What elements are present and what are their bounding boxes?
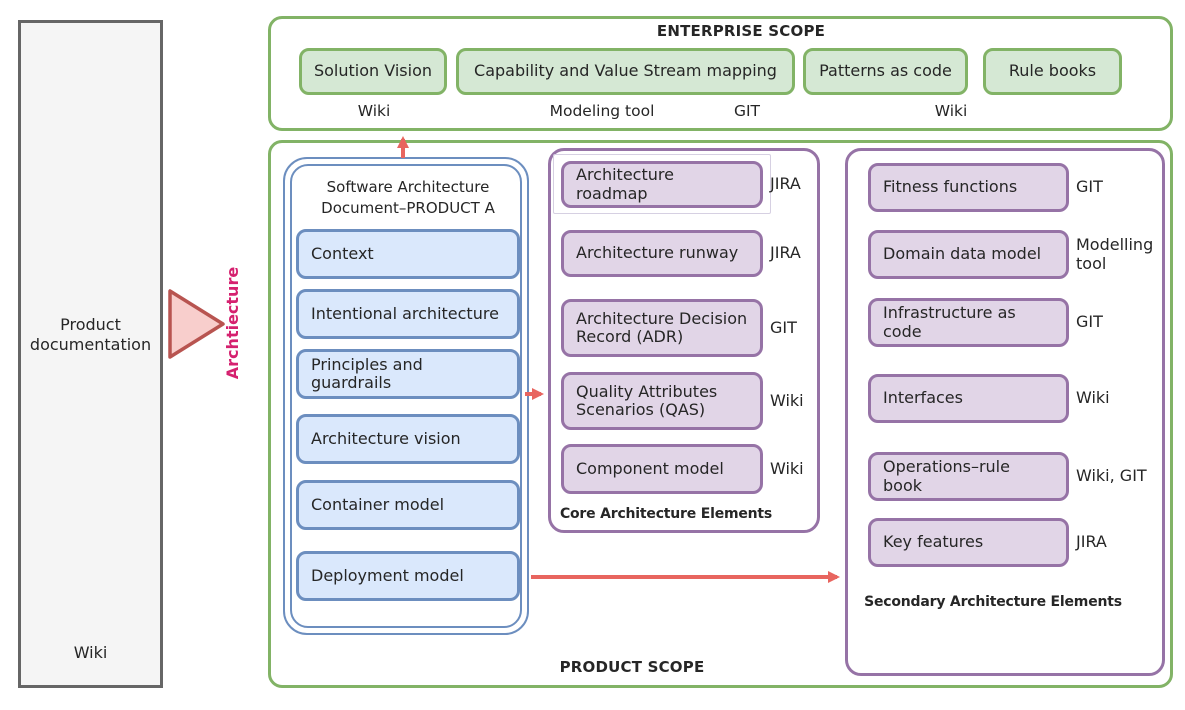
secondary-elements-caption: Secondary Architecture Elements	[864, 594, 1122, 610]
tool-key-features: JIRA	[1076, 532, 1107, 552]
node-patterns-as-code: Patterns as code	[803, 48, 968, 95]
enterprise-tool-git: GIT	[733, 102, 761, 120]
tool-architecture-roadmap: JIRA	[770, 174, 801, 194]
tool-domain-data-model: Modelling tool	[1076, 235, 1154, 273]
node-solution-vision: Solution Vision	[299, 48, 447, 95]
enterprise-tool-wiki-1: Wiki	[357, 102, 391, 120]
node-principles-and-guardrails: Principles and guardrails	[296, 349, 520, 399]
product-documentation-panel: Product documentation Wiki	[18, 20, 163, 688]
node-capability-value-stream-mapping: Capability and Value Stream mapping	[456, 48, 795, 95]
tool-operations-rule-book: Wiki, GIT	[1076, 466, 1147, 486]
node-architecture-decision-record: Architecture Decision Record (ADR)	[561, 299, 763, 357]
node-rule-books: Rule books	[983, 48, 1122, 95]
product-documentation-label: Product documentation	[29, 315, 152, 354]
sad-title-line1: Software Architecture	[326, 178, 490, 196]
node-infrastructure-as-code: Infrastructure as code	[868, 298, 1069, 347]
node-quality-attributes-scenarios: Quality Attributes Scenarios (QAS)	[561, 372, 763, 430]
node-architecture-runway: Architecture runway	[561, 230, 763, 277]
node-domain-data-model: Domain data model	[868, 230, 1069, 279]
core-elements-caption: Core Architecture Elements	[559, 506, 773, 522]
node-component-model: Component model	[561, 444, 763, 494]
node-interfaces: Interfaces	[868, 374, 1069, 423]
architecture-triangle-icon	[168, 289, 225, 359]
tool-fitness-functions: GIT	[1076, 177, 1103, 197]
node-container-model: Container model	[296, 480, 520, 530]
node-deployment-model: Deployment model	[296, 551, 520, 601]
enterprise-tool-wiki-2: Wiki	[934, 102, 968, 120]
tool-architecture-runway: JIRA	[770, 243, 801, 263]
node-key-features: Key features	[868, 518, 1069, 567]
product-documentation-tool-label: Wiki	[73, 643, 108, 662]
architecture-vertical-label: Archtiecture	[223, 266, 242, 380]
selection-outline	[553, 154, 771, 214]
enterprise-tool-modeling-tool: Modeling tool	[549, 102, 655, 120]
tool-interfaces: Wiki	[1076, 388, 1110, 408]
tool-component-model: Wiki	[770, 458, 804, 478]
node-architecture-vision: Architecture vision	[296, 414, 520, 464]
tool-quality-attributes-scenarios: Wiki	[770, 390, 804, 410]
tool-architecture-decision-record: GIT	[770, 317, 797, 337]
enterprise-scope-title: ENTERPRISE SCOPE	[656, 22, 826, 40]
product-scope-title: PRODUCT SCOPE	[559, 658, 705, 676]
sad-title: Software Architecture Document–PRODUCT A	[296, 177, 520, 219]
node-architecture-roadmap: Architecture roadmap	[561, 161, 763, 208]
sad-title-line2: Document–PRODUCT A	[321, 199, 495, 217]
node-intentional-architecture: Intentional architecture	[296, 289, 520, 339]
node-operations-rule-book: Operations–rule book	[868, 452, 1069, 501]
node-fitness-functions: Fitness functions	[868, 163, 1069, 212]
node-context: Context	[296, 229, 520, 279]
tool-infrastructure-as-code: GIT	[1076, 312, 1103, 332]
